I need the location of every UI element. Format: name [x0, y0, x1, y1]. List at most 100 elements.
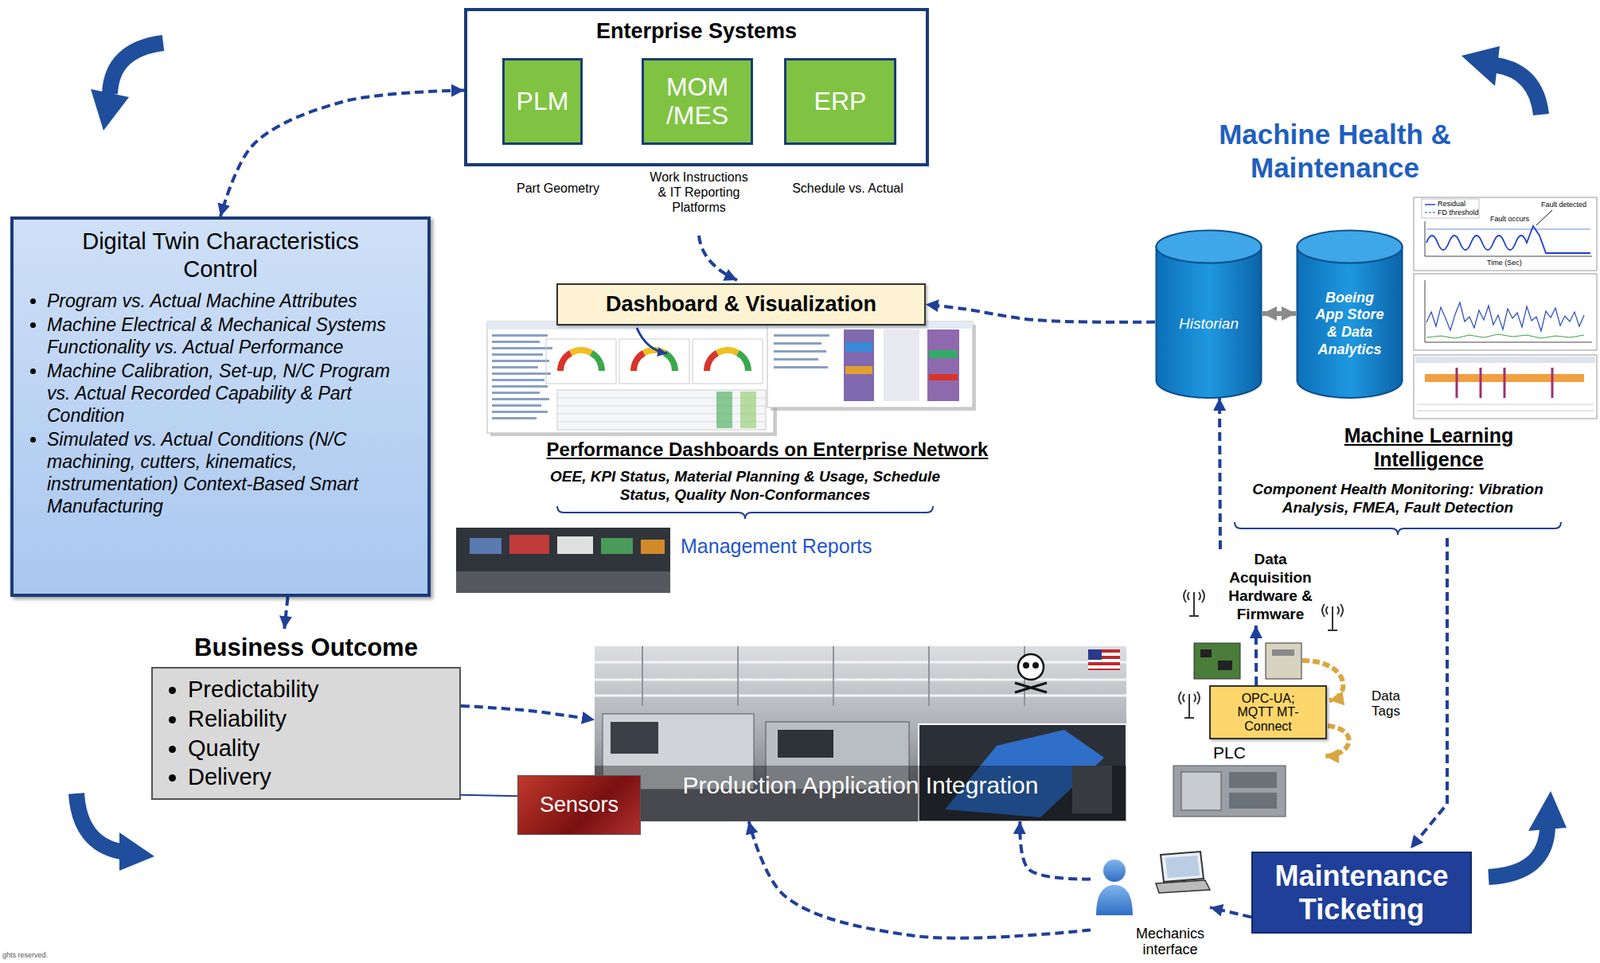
dashboard-screenshot — [491, 391, 540, 395]
circuit-board — [1272, 649, 1295, 656]
bullet-item: Delivery — [187, 762, 452, 793]
chart-image — [1415, 356, 1596, 363]
dashboard-screenshot — [491, 334, 548, 337]
plc-cabinet — [1229, 792, 1277, 809]
report-screenshot — [845, 342, 873, 352]
bullet-item: Simulated vs. Actual Conditions (N/C mac… — [46, 428, 417, 518]
factory-photo — [594, 646, 1127, 822]
bullet-item: Quality — [187, 733, 452, 764]
text-group: Data Acquisition Hardware & Firmware — [1214, 550, 1327, 624]
bullet-item: Program vs. Actual Machine Attributes — [46, 289, 417, 313]
person-icon — [1096, 859, 1133, 916]
caption-text: Work Instructions & IT Reporting Platfor… — [647, 170, 751, 216]
node-text: ERP — [814, 86, 867, 117]
dashboard-screenshot — [491, 398, 550, 401]
dashboard-screenshot — [740, 391, 757, 429]
chart-image — [1424, 211, 1436, 214]
section-label: Management Reports — [680, 534, 920, 559]
text-group: Program vs. Actual Machine AttributesMac… — [24, 289, 417, 518]
report-screenshot — [767, 321, 976, 411]
dashboard-screenshot — [591, 353, 602, 372]
plc-cabinet — [1181, 772, 1222, 811]
legend-text: Residual — [1437, 200, 1478, 209]
cycle-arrow — [119, 832, 155, 871]
section-heading: Performance Dashboards on Enterprise Net… — [504, 438, 1031, 461]
chart-image — [1536, 210, 1553, 226]
factory-photo — [594, 765, 1127, 822]
system-group-box: Enterprise SystemsPLMMOM /MESERP — [464, 7, 929, 167]
cycle-arrow — [109, 42, 164, 94]
circuit-board — [1194, 643, 1241, 680]
report-screenshot — [773, 366, 828, 369]
circuit-board — [1194, 643, 1302, 680]
connector-arrow — [460, 795, 518, 797]
dashboard-screenshot — [487, 321, 774, 434]
chart-image — [1456, 367, 1553, 399]
ticketing-box: Maintenance Ticketing — [1251, 851, 1472, 934]
dashboard-screenshot — [692, 339, 763, 384]
dashboard-screenshot — [487, 321, 777, 437]
factory-photo — [1088, 649, 1120, 671]
antenna-icon — [1183, 589, 1205, 617]
section-heading: Machine Learning Intelligence — [1317, 423, 1541, 472]
cycle-arrow — [1528, 791, 1567, 832]
chart-image — [1424, 221, 1593, 257]
report-screenshot — [928, 374, 958, 381]
box-heading: Digital Twin Characteristics Control — [69, 227, 372, 284]
connector-arrow — [1209, 907, 1252, 918]
node-text: Maintenance Ticketing — [1252, 859, 1471, 926]
dashboard-screenshot — [491, 385, 548, 388]
caption-text: PLC — [1213, 743, 1261, 763]
text-group: ERP — [814, 86, 867, 117]
chart-image — [1424, 203, 1436, 206]
maintenance-arrow — [1410, 538, 1448, 849]
connector-arrow — [460, 706, 595, 721]
system-box: ERP — [784, 58, 897, 145]
plc-cabinet — [1173, 765, 1286, 817]
control-room-photo — [509, 534, 550, 555]
dashboard-screenshot — [491, 378, 545, 382]
node-text: Enterprise Systems — [467, 11, 926, 44]
dashboard-screenshot — [491, 417, 537, 420]
factory-photo — [1022, 662, 1030, 669]
factory-photo — [642, 646, 1025, 707]
chart-image — [1424, 280, 1593, 343]
node-text: Data Acquisition Hardware & Firmware — [1214, 550, 1327, 624]
dashboard-screenshot — [491, 347, 553, 350]
dashboard-screenshot — [557, 390, 766, 430]
copyright-note: ghts reserved. — [2, 952, 98, 960]
antenna-icon — [1178, 691, 1200, 719]
connector-arrow — [749, 821, 1091, 939]
chart-annotation: Fault detected — [1541, 201, 1596, 210]
cylinder-top — [1297, 230, 1403, 264]
report-screenshot — [773, 334, 830, 337]
report-screenshot — [767, 321, 973, 408]
factory-photo — [1014, 682, 1047, 693]
dashboard-screenshot — [557, 398, 766, 422]
control-room-photo — [469, 538, 502, 555]
reporting-arrow — [698, 235, 738, 281]
chart-image — [1413, 197, 1597, 419]
text-group: Business Outcome — [151, 633, 461, 663]
cylinder-shape — [1155, 229, 1263, 399]
chart-image — [1426, 334, 1585, 339]
cylinder-top — [1156, 230, 1262, 264]
sensor-photo: Sensors — [517, 775, 641, 836]
laptop-icon — [1155, 880, 1210, 894]
digital-twin-box: Digital Twin Characteristics ControlProg… — [10, 216, 431, 598]
hardware-node: Data Acquisition Hardware & Firmware — [1214, 549, 1327, 626]
text-group: Boeing App Store & Data Analytics — [1315, 289, 1385, 359]
text-group: Maintenance Ticketing — [1252, 859, 1471, 926]
dashboard-screenshot — [706, 353, 718, 372]
cycle-arrow — [1488, 827, 1548, 878]
chart-image — [1413, 197, 1597, 271]
bullet-item: Predictability — [187, 675, 452, 705]
node-text: Boeing App Store & Data Analytics — [1315, 289, 1385, 359]
outcome-box: Business OutcomePredictabilityReliabilit… — [151, 628, 461, 800]
plc-cabinet — [1173, 765, 1286, 817]
report-screenshot — [773, 358, 819, 361]
laptop-icon — [1160, 851, 1204, 882]
note-text: OEE, KPI Status, Material Planning & Usa… — [546, 468, 945, 505]
plc-cabinet — [1229, 772, 1277, 789]
